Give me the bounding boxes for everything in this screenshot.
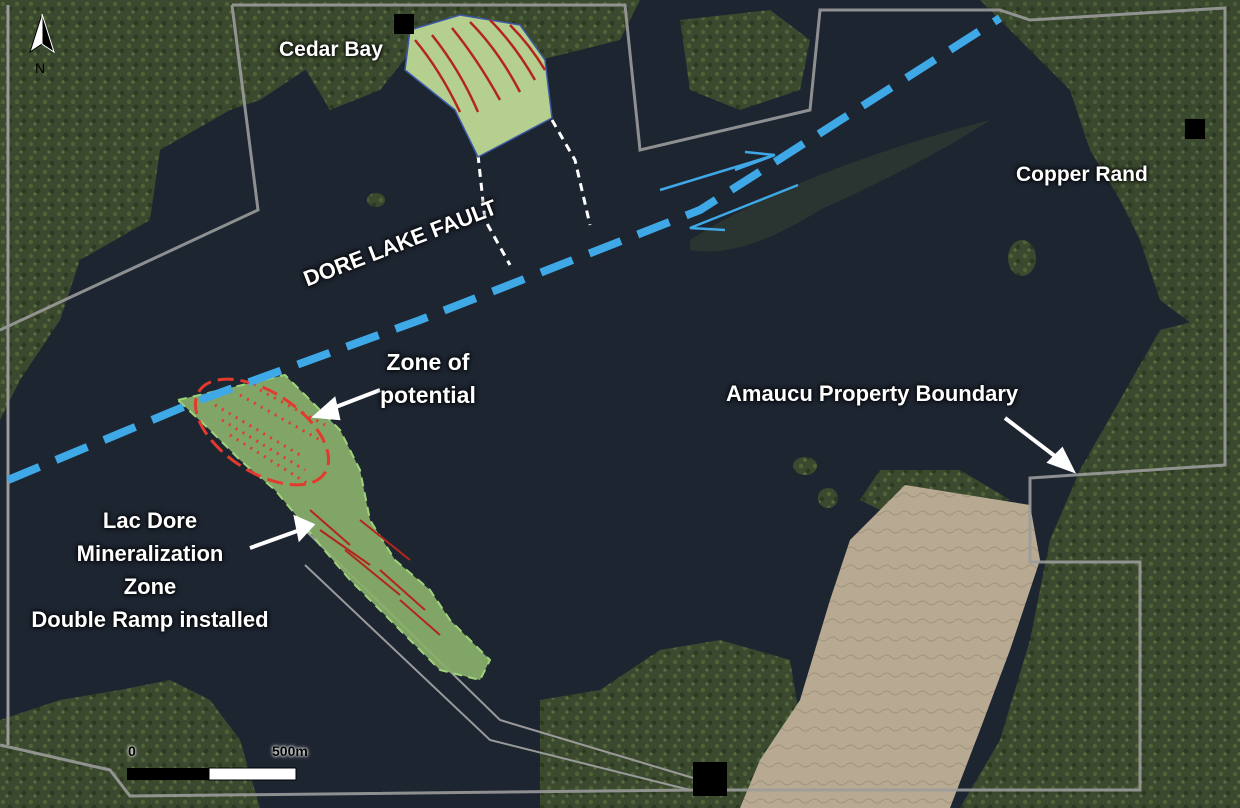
dore-lake-fault-line (6, 14, 1003, 484)
small-island (1008, 240, 1036, 276)
mineralization-label-line: Lac Dore (102, 508, 198, 533)
mineralization-label-line: Zone (123, 574, 177, 599)
cedar-bay-connectors (476, 119, 592, 266)
cedar-bay-veins (414, 19, 547, 113)
scale-bar (127, 767, 297, 781)
small-island (818, 488, 838, 508)
property-boundary-line (0, 3, 1227, 798)
south-shore-land (540, 640, 800, 808)
zone-of-potential-line: potential (380, 382, 476, 408)
south-shaft-marker (693, 762, 727, 796)
north-arrow-icon (29, 13, 55, 54)
shallow-bar (690, 120, 990, 252)
cedar-bay-label: Cedar Bay (279, 38, 383, 61)
small-island (367, 193, 385, 207)
mineralization-label-line: Double Ramp installed (31, 607, 269, 632)
mineralization-zone (175, 373, 492, 682)
west-shore-land (0, 0, 330, 420)
scale-start-label: 0 (128, 743, 136, 759)
property-boundary-label: Amaucu Property Boundary (726, 381, 1019, 406)
mineralization-veins (309, 509, 441, 636)
north-island (680, 10, 810, 110)
northeast-land (980, 0, 1240, 330)
tailings-area (740, 485, 1040, 808)
mineralization-zone-label: Lac Dore Mineralization Zone Double Ramp… (0, 504, 300, 636)
zone-of-potential-label: Zone of potential (380, 346, 476, 412)
cedar-bay-marker (394, 14, 414, 34)
zone-of-potential-outline (193, 377, 331, 487)
copper-rand-label: Copper Rand (1016, 163, 1148, 186)
scale-end-label: 500m (272, 743, 308, 759)
east-forest-strip (960, 300, 1240, 808)
mineralization-label-line: Mineralization (76, 541, 224, 566)
copper-rand-marker (1185, 119, 1205, 139)
zone-of-potential-line: Zone of (386, 349, 470, 375)
mineralization-dotted-veins (214, 388, 326, 487)
callout-arrows (249, 388, 1077, 550)
small-island (793, 457, 817, 475)
north-arrow-label: N (35, 60, 46, 76)
fault-motion-arrows (659, 150, 799, 232)
